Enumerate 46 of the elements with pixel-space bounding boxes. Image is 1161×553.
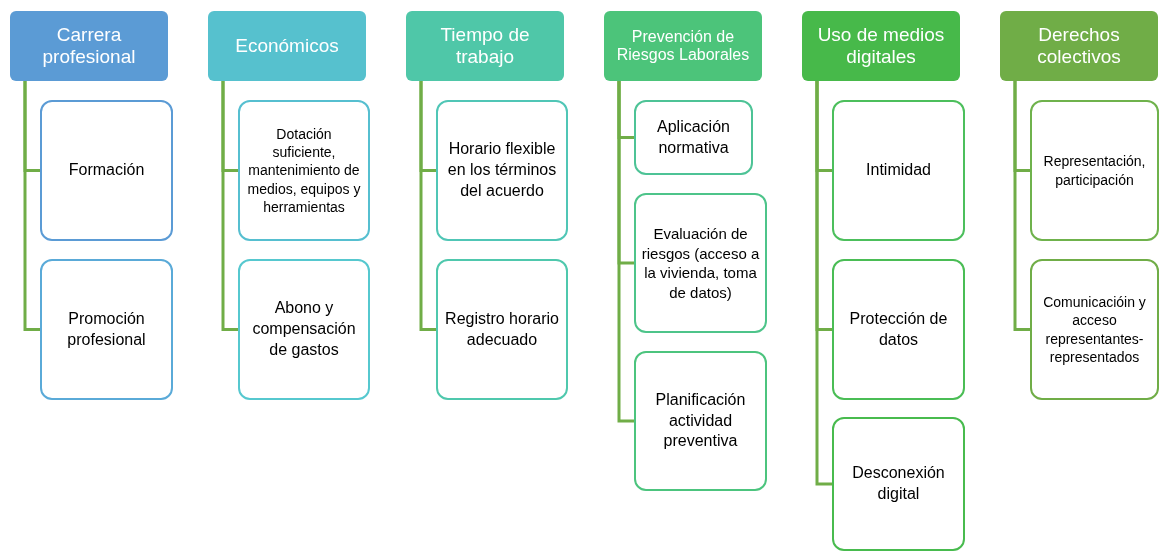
- category-box: [406, 11, 564, 81]
- item-box: [238, 259, 370, 400]
- connector-line: [815, 81, 832, 486]
- item-box: [832, 259, 965, 400]
- item-label: Dotación suficiente, mantenimiento de medios, equipos y herramientas: [246, 125, 362, 216]
- item-label: Comunicacióin y acceso representantes-representados: [1042, 293, 1147, 366]
- category-label: Derechos colectivos: [1036, 24, 1122, 68]
- connector-line: [221, 81, 238, 331]
- connector-line: [23, 81, 40, 331]
- item-label: Horario flexible en los términos del acuerdo: [446, 139, 558, 201]
- item-box: [40, 100, 173, 241]
- category-box: [208, 11, 366, 81]
- item-label: Registro horario adecuado: [444, 308, 560, 350]
- item-label: Aplicación normativa: [656, 116, 731, 158]
- connector-line: [419, 81, 436, 331]
- item-label: Evaluación de riesgos (acceso a la vivienda, toma de datos): [640, 224, 761, 302]
- item-label: Desconexión digital: [851, 463, 946, 504]
- item-box: [1030, 100, 1159, 241]
- item-label: Protección de datos: [848, 308, 949, 350]
- category-label: Carrera profesional: [41, 24, 137, 68]
- category-label: Tiempo de trabajo: [439, 24, 531, 68]
- connector-line: [617, 81, 634, 423]
- item-label: Abono y compensación de gastos: [251, 298, 357, 360]
- category-box: [604, 11, 762, 81]
- category-label: Prevención de Riesgos Laborales: [615, 27, 751, 65]
- item-box: [238, 100, 370, 241]
- item-label: Promoción profesional: [66, 308, 147, 350]
- item-label: Planificación actividad preventiva: [654, 389, 747, 452]
- item-box: [634, 193, 767, 333]
- category-label: Uso de medios digitales: [816, 24, 946, 68]
- item-box: [832, 417, 965, 551]
- item-box: [832, 100, 965, 241]
- item-box: [1030, 259, 1159, 400]
- item-label: Representación, participación: [1042, 152, 1147, 189]
- category-box: [802, 11, 960, 81]
- item-box: [40, 259, 173, 400]
- item-box: [634, 351, 767, 491]
- item-box: [634, 100, 753, 175]
- category-box: [1000, 11, 1158, 81]
- category-box: [10, 11, 168, 81]
- item-box: [436, 100, 568, 241]
- item-label: Intimidad: [866, 160, 931, 181]
- category-label: Económicos: [235, 35, 339, 57]
- item-label: Formación: [68, 160, 145, 181]
- connector-line: [1013, 81, 1030, 331]
- item-box: [436, 259, 568, 400]
